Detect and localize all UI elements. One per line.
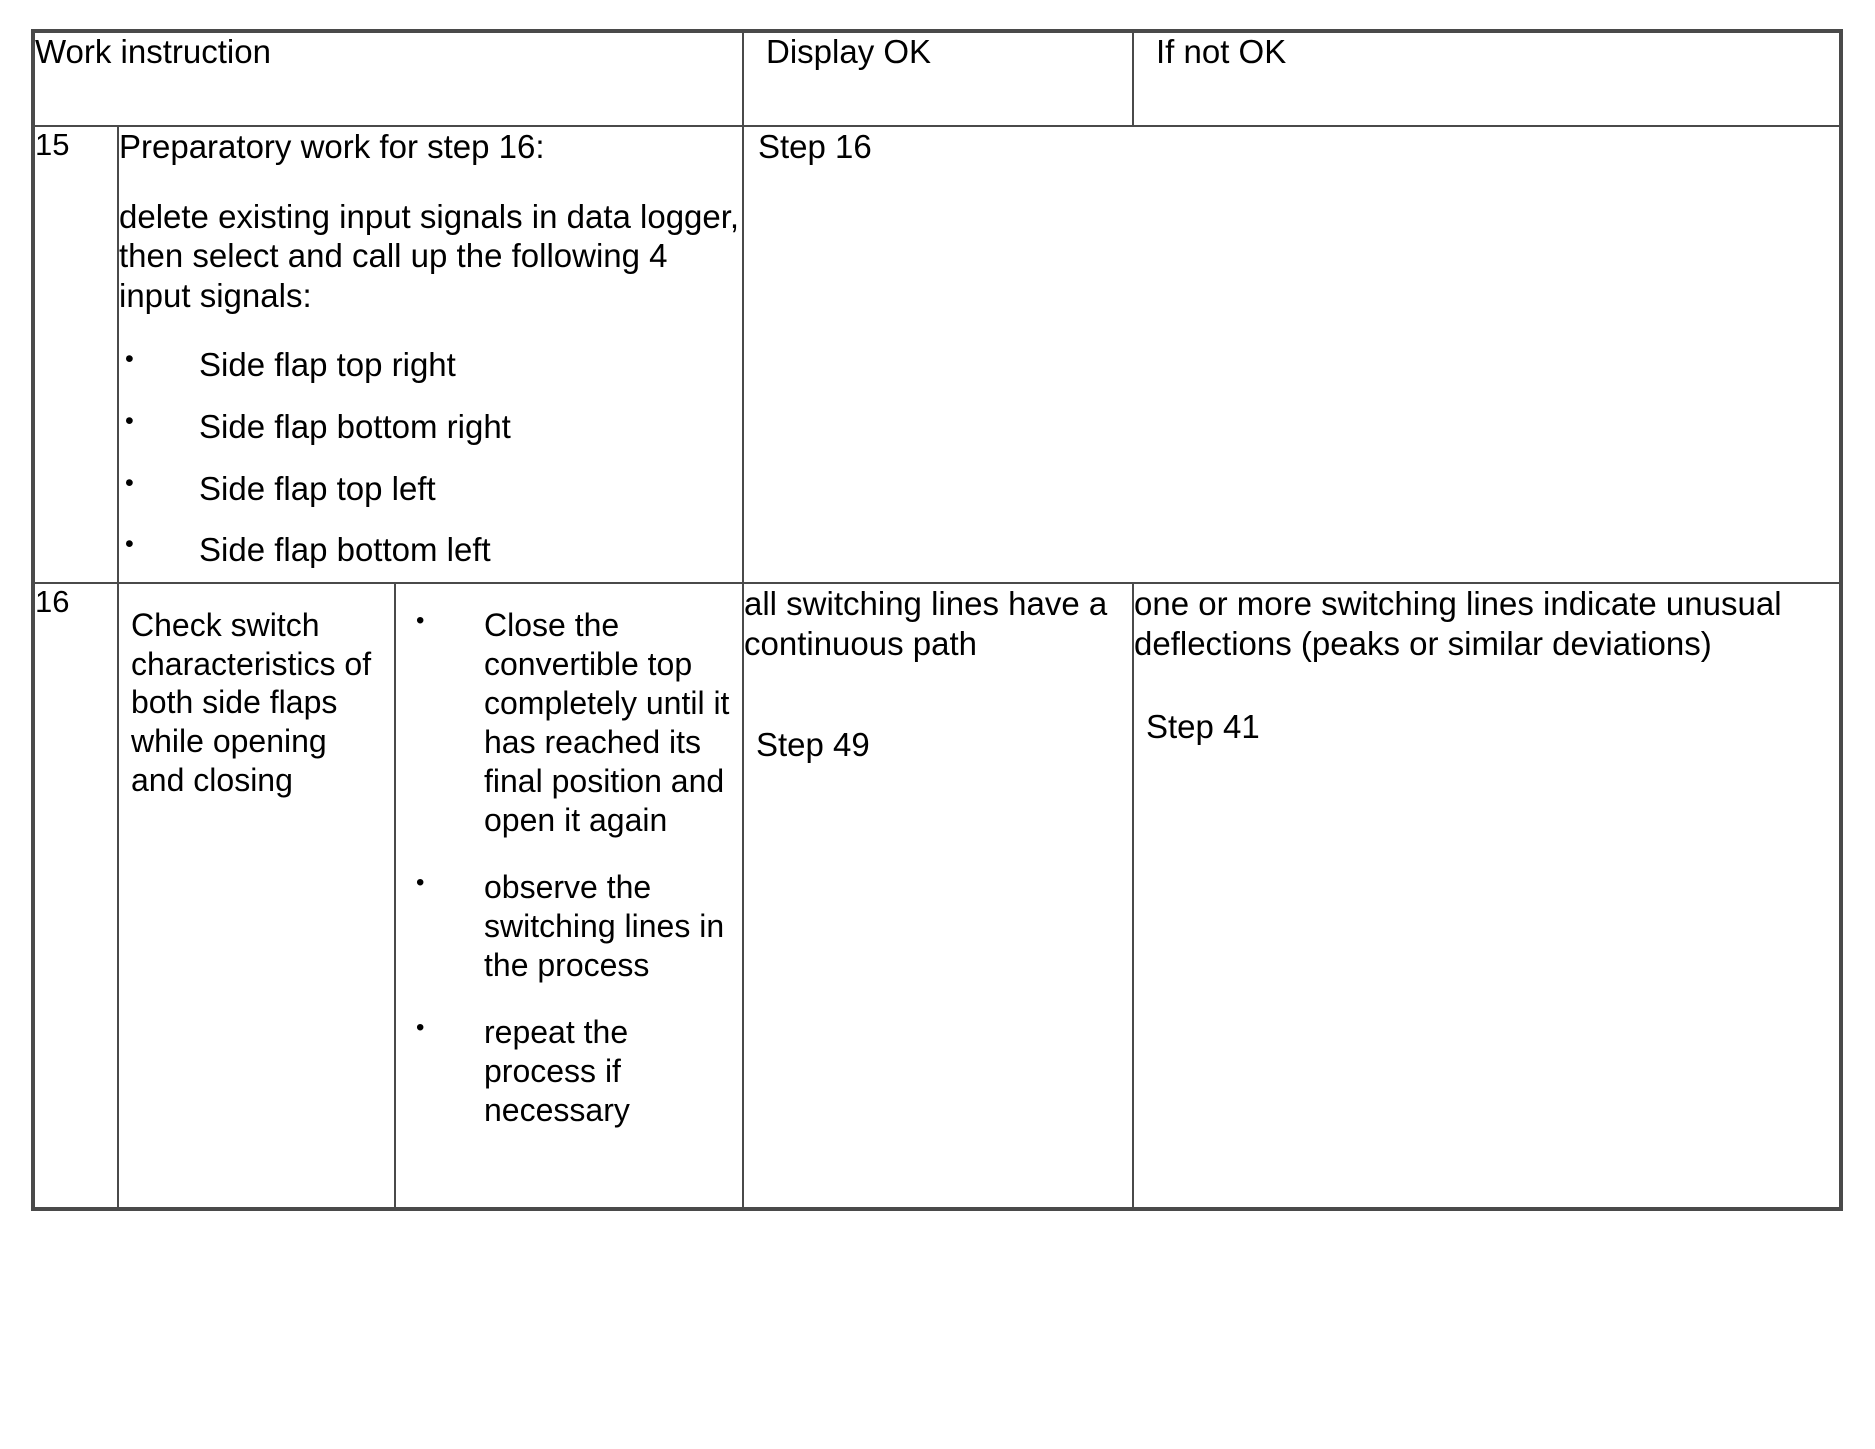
list-item: • Side flap bottom left [119,530,742,570]
list-item: • Side flap bottom right [119,407,742,447]
instruction-cell: Check switch characteristics of both sid… [117,582,396,1210]
display-ok-cell: Step 16 [742,125,1842,584]
list-item-label: repeat the process if necessary [484,1014,630,1129]
bullet-icon: • [125,345,134,374]
step-reference: Step 49 [756,725,870,763]
display-ok-cell: all switching lines have a continuous pa… [742,582,1134,1210]
list-item-label: Side flap bottom right [199,407,511,445]
instruction-body: delete existing input signals in data lo… [119,197,740,314]
bullet-icon: • [125,468,134,497]
if-not-ok-text: one or more switching lines indicate unu… [1134,585,1782,663]
step-reference: Step 41 [1146,707,1260,745]
instruction-cell: Preparatory work for step 16: delete exi… [117,125,744,584]
input-signal-list: • Side flap top right • Side flap bottom… [119,345,742,569]
procedure-list: • Close the convertible top completely u… [408,606,734,1130]
bullet-icon: • [125,406,134,435]
bullet-icon: • [416,869,425,897]
instruction-text: Check switch characteristics of both sid… [131,607,372,798]
work-instruction-table: Work instruction Display OK If not OK 15… [31,29,1843,1211]
list-item: • Close the convertible top completely u… [408,606,734,840]
list-item: • observe the switching lines in the pro… [408,868,734,985]
list-item-label: observe the switching lines in the proce… [484,869,725,984]
list-item-label: Side flap top right [199,346,456,384]
table-header: Work instruction Display OK If not OK [32,30,1842,127]
table-body: 15 Preparatory work for step 16: delete … [32,125,1842,1210]
instruction-intro: Preparatory work for step 16: [119,128,545,165]
list-item-label: Side flap bottom left [199,531,491,569]
table-row: 15 Preparatory work for step 16: delete … [32,125,1842,584]
bullet-icon: • [125,530,134,559]
list-item-label: Close the convertible top completely unt… [484,607,730,839]
step-reference: Step 16 [758,128,872,165]
display-ok-text: all switching lines have a continuous pa… [744,585,1108,663]
column-header-work-instruction: Work instruction [32,30,744,127]
if-not-ok-cell: one or more switching lines indicate unu… [1132,582,1842,1210]
list-item: • Side flap top left [119,469,742,509]
bullet-icon: • [416,607,425,634]
bullet-icon: • [416,1014,425,1042]
table-header-row: Work instruction Display OK If not OK [32,30,1842,127]
list-item: • repeat the process if necessary [408,1013,734,1130]
column-header-if-not-ok: If not OK [1132,30,1842,127]
step-number: 15 [32,125,119,584]
instruction-detail-cell: • Close the convertible top completely u… [394,582,744,1210]
column-header-display-ok: Display OK [742,30,1134,127]
table-row: 16 Check switch characteristics of both … [32,582,1842,1210]
list-item-label: Side flap top left [199,469,436,507]
step-number: 16 [32,582,119,1210]
list-item: • Side flap top right [119,345,742,385]
